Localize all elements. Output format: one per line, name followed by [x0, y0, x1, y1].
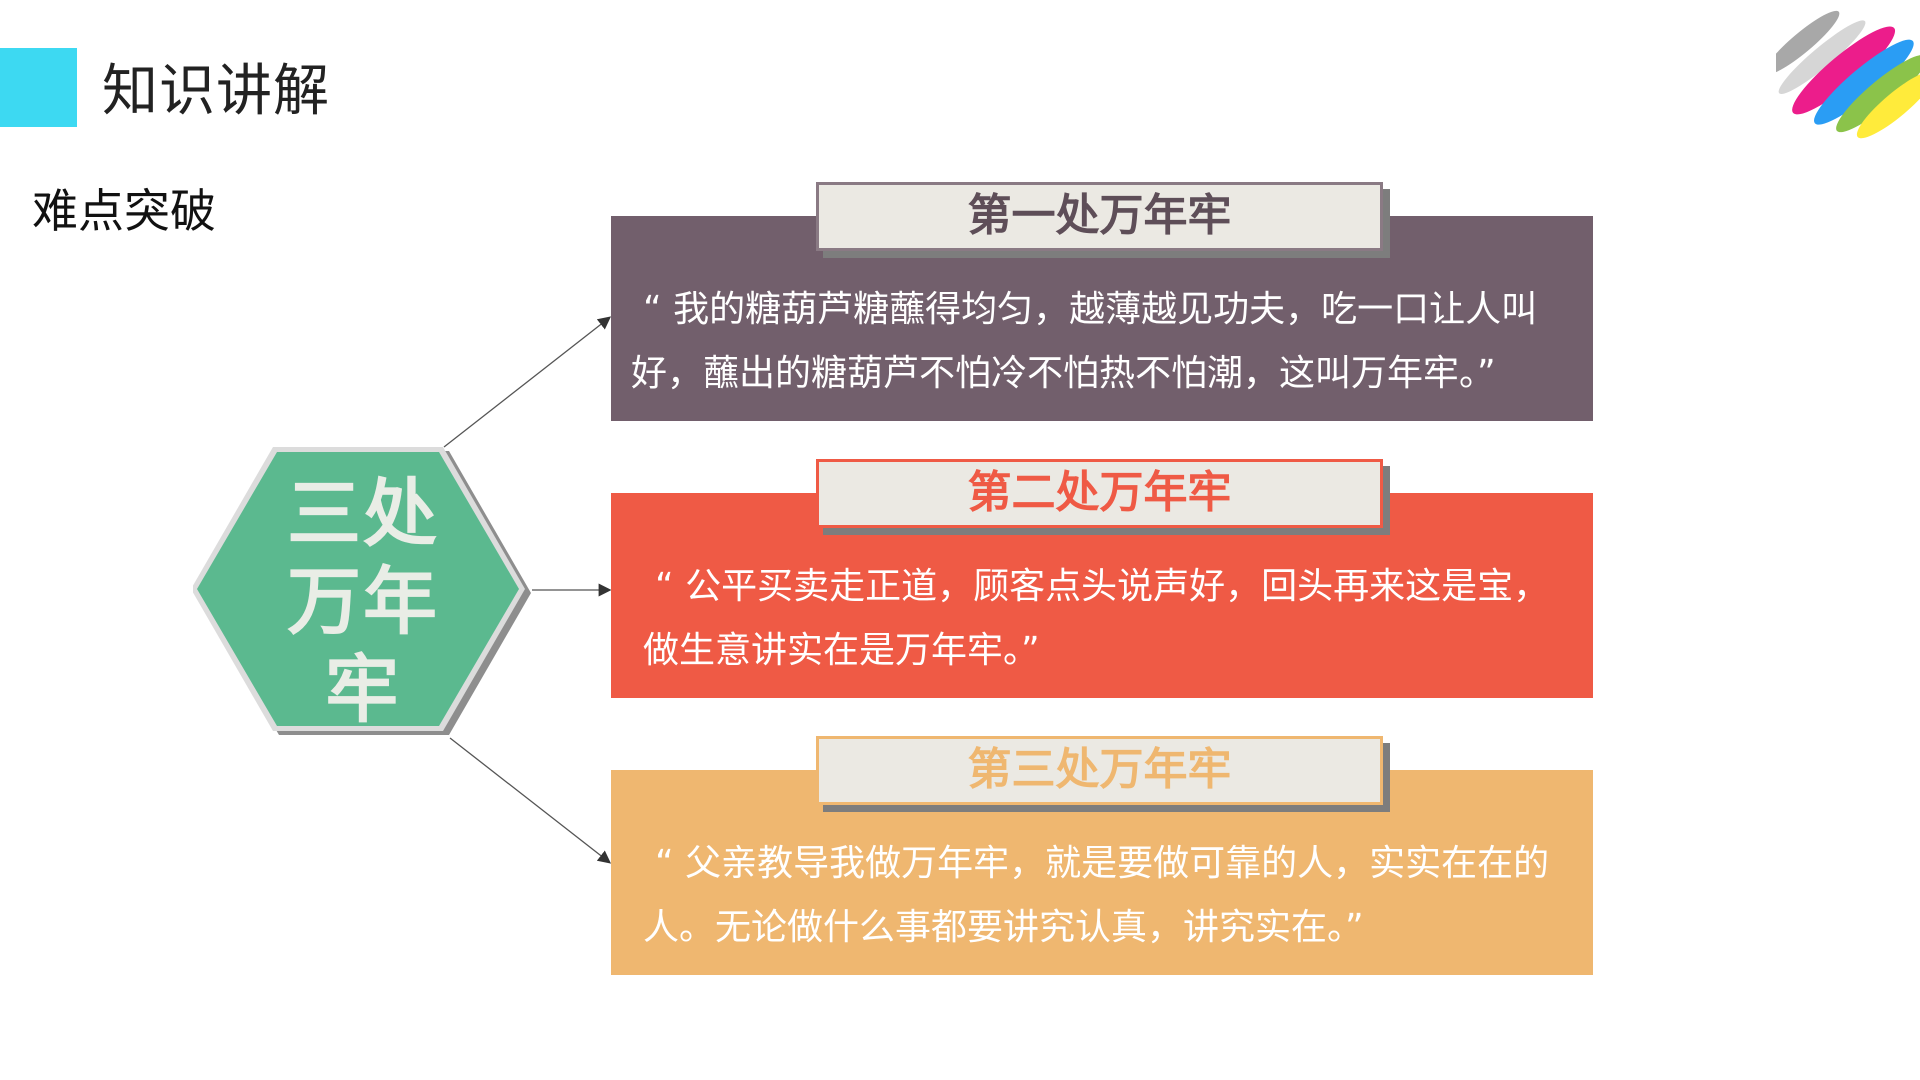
connector-arrow-3 — [449, 737, 612, 864]
brush-strokes-logo-icon — [1776, 10, 1920, 139]
quote-text-3: “ 父亲教导我做万年牢，就是要做可靠的人，实实在在的人。无论做什么事都要讲究认真… — [643, 843, 1550, 948]
heading-tab-3: 第三处万年牢 — [816, 736, 1383, 805]
center-hexagon — [193, 447, 531, 735]
page-title: 知识讲解 — [102, 59, 330, 124]
center-label-line-1: 三处 — [287, 471, 439, 557]
center-label-line-2: 万年 — [287, 559, 439, 645]
quote-text-2: “ 公平买卖走正道，顾客点头说声好，回头再来这是宝，做生意讲实在是万年牢。” — [643, 566, 1550, 671]
center-label: 三处 万年 牢 — [268, 470, 458, 734]
title-accent-bar — [0, 48, 77, 127]
connector-arrow-1 — [443, 316, 612, 448]
heading-tab-2: 第二处万年牢 — [816, 459, 1383, 528]
heading-tab-1: 第一处万年牢 — [816, 182, 1383, 251]
quote-text-1: “ 我的糖葫芦糖蘸得均匀，越薄越见功夫，吃一口让人叫好，蘸出的糖葫芦不怕冷不怕热… — [631, 289, 1538, 394]
center-label-line-3: 牢 — [325, 647, 401, 733]
section-subtitle: 难点突破 — [32, 184, 216, 238]
